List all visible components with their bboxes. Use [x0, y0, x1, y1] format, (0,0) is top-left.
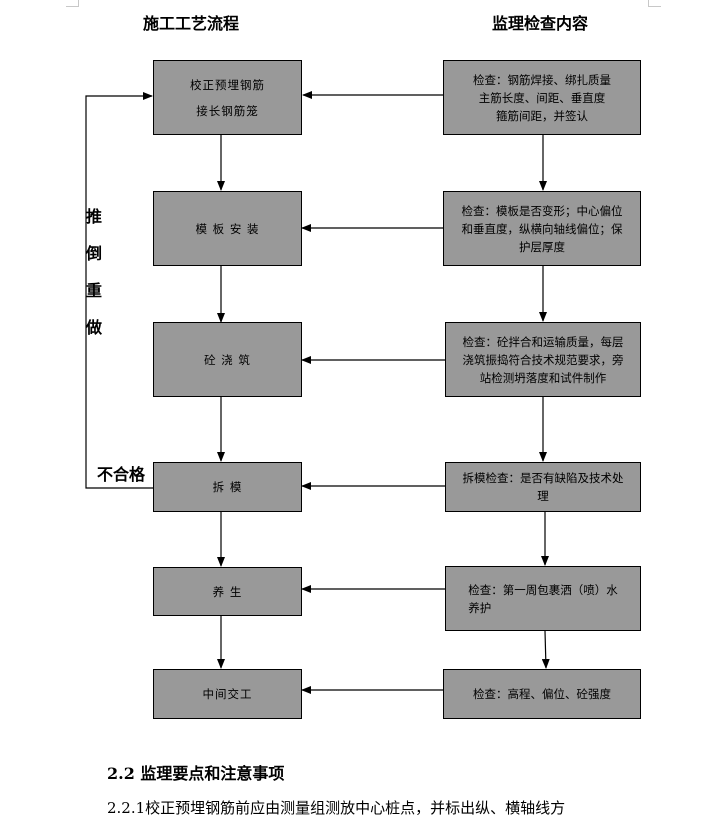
- fail-label: 不合格: [97, 465, 146, 484]
- inspection-handover: 检查：高程、偏位、砼强度: [443, 669, 641, 719]
- process-step-rebar: 校正预埋钢筋 接长钢筋笼: [153, 60, 302, 135]
- inspection-text: 检查：高程、偏位、砼强度: [473, 687, 611, 701]
- process-step-pouring: 砼 浇 筑: [153, 322, 302, 397]
- process-step-demolding: 拆 模: [153, 462, 302, 512]
- inspection-curing: 检查：第一周包裹洒（喷）水 养护: [445, 566, 641, 631]
- inspection-heading: 监理检查内容: [492, 14, 589, 33]
- inspection-text: 拆模检查：是否有缺陷及技术处 理: [462, 471, 624, 503]
- process-step-curing: 养 生: [153, 567, 302, 616]
- page-corner-mark: [66, 0, 79, 7]
- process-step-label: 校正预埋钢筋 接长钢筋笼: [190, 77, 265, 118]
- arrow-down: [541, 630, 550, 669]
- process-step-handover: 中间交工: [153, 669, 302, 719]
- rework-label: 推 倒 重 做: [86, 198, 106, 346]
- inspection-pouring: 检查：砼拌合和运输质量，每层 浇筑振捣符合技术规范要求，旁 站检测坍落度和试件制…: [445, 322, 641, 397]
- rework-char: 重: [86, 281, 103, 300]
- rework-char: 做: [86, 318, 103, 337]
- process-step-label: 中间交工: [202, 687, 253, 701]
- rework-char: 倒: [86, 244, 103, 263]
- process-step-label: 砼 浇 筑: [204, 352, 251, 367]
- inspection-text: 检查：砼拌合和运输质量，每层 浇筑振捣符合技术规范要求，旁 站检测坍落度和试件制…: [462, 334, 624, 385]
- inspection-formwork: 检查：模板是否变形；中心偏位 和垂直度，纵横向轴线偏位；保 护层厚度: [443, 191, 641, 266]
- process-step-label: 模 板 安 装: [195, 221, 260, 236]
- section-body-text: 2.2.1校正预埋钢筋前应由测量组测放中心桩点，并标出纵、横轴线方: [107, 799, 566, 817]
- inspection-text: 检查：钢筋焊接、绑扎质量 主筋长度、间距、垂直度 箍筋间距，并签认: [473, 72, 611, 123]
- inspection-text: 检查：模板是否变形；中心偏位 和垂直度，纵横向轴线偏位；保 护层厚度: [461, 203, 623, 254]
- inspection-text: 检查：第一周包裹洒（喷）水 养护: [468, 582, 618, 615]
- section-title: 2.2 监理要点和注意事项: [107, 764, 285, 783]
- inspection-demolding: 拆模检查：是否有缺陷及技术处 理: [445, 462, 641, 512]
- page-corner-mark: [648, 0, 661, 7]
- inspection-rebar: 检查：钢筋焊接、绑扎质量 主筋长度、间距、垂直度 箍筋间距，并签认: [443, 60, 641, 135]
- process-step-label: 拆 模: [212, 480, 243, 494]
- process-step-label: 养 生: [212, 584, 243, 599]
- rework-char: 推: [86, 207, 103, 226]
- process-heading: 施工工艺流程: [143, 14, 240, 33]
- rework-loop-arrow: [85, 92, 153, 489]
- process-step-formwork: 模 板 安 装: [153, 191, 302, 266]
